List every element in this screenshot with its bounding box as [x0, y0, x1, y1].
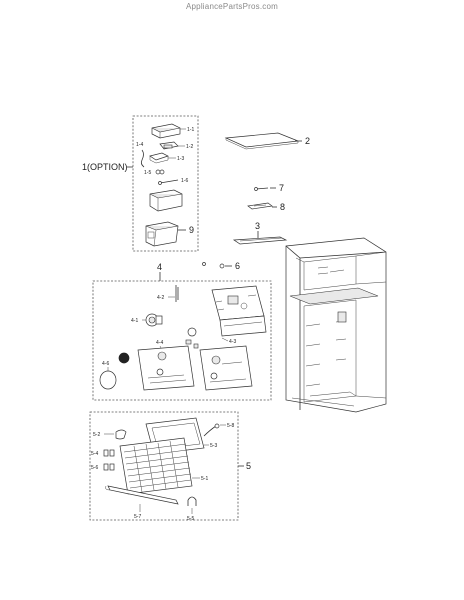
knob-part-4-5[interactable]	[118, 352, 130, 364]
ice-maker-part[interactable]	[151, 123, 181, 139]
rail-part-3[interactable]	[232, 236, 288, 245]
defrost-heater-wire-part-5-8[interactable]	[203, 423, 220, 437]
label-5-5: 5-5	[187, 516, 194, 522]
label-8: 8	[280, 202, 285, 212]
group-1-box	[132, 115, 199, 252]
evaporator-panel-right[interactable]	[199, 345, 253, 391]
screw-part-6[interactable]	[202, 262, 225, 269]
label-4-1: 4-1	[131, 318, 138, 324]
label-1-6: 1-6	[181, 178, 188, 184]
fan-blade-part[interactable]	[185, 327, 199, 349]
label-2: 2	[305, 136, 310, 146]
evaporator-cover-part-4-3[interactable]	[211, 285, 267, 337]
label-1-3: 1-3	[177, 156, 184, 162]
label-4-6: 4-6	[102, 361, 109, 367]
ice-maker-sensor-part[interactable]	[159, 141, 179, 150]
disc-part-4-6[interactable]	[99, 370, 117, 390]
label-9: 9	[189, 225, 194, 235]
small-fitting-part[interactable]	[155, 169, 165, 175]
ice-bucket-part[interactable]	[149, 189, 183, 212]
glass-shelf-part-2[interactable]	[224, 132, 299, 150]
label-4: 4	[157, 262, 162, 272]
label-5-7: 5-7	[134, 514, 141, 520]
ice-tray-part[interactable]	[149, 152, 169, 164]
ice-bin-part-9[interactable]	[145, 221, 179, 247]
label-5-3: 5-3	[210, 443, 217, 449]
clip-part-5-4[interactable]	[103, 449, 115, 457]
bracket-part[interactable]	[140, 149, 145, 168]
watermark: AppliancePartsPros.com	[186, 2, 278, 11]
drain-tray-part-5-7[interactable]	[105, 485, 179, 505]
sensor-part-5-2[interactable]	[115, 429, 127, 440]
label-1-4: 1-4	[136, 142, 143, 148]
label-4-3: 4-3	[229, 339, 236, 345]
label-5-2: 5-2	[93, 432, 100, 438]
label-4-2: 4-2	[157, 295, 164, 301]
screw-part-7[interactable]	[254, 187, 269, 191]
drain-tube-part-4-2[interactable]	[175, 285, 179, 302]
label-1-1: 1-1	[187, 127, 194, 133]
connector-part-5-6[interactable]	[103, 463, 115, 471]
label-7: 7	[279, 183, 284, 193]
label-5-4: 5-4	[91, 451, 98, 457]
label-1-option: 1(OPTION)	[82, 162, 128, 172]
label-5-6: 5-6	[91, 465, 98, 471]
refrigerator-cabinet[interactable]	[285, 237, 387, 413]
group-4-box	[92, 280, 272, 401]
bracket-part-8[interactable]	[247, 202, 273, 210]
label-6: 6	[235, 261, 240, 271]
label-3: 3	[255, 221, 260, 231]
label-1-2: 1-2	[186, 144, 193, 150]
label-1-5: 1-5	[144, 170, 151, 176]
label-5: 5	[246, 461, 251, 471]
evaporator-coil[interactable]	[119, 437, 193, 495]
fan-motor-part-4-1[interactable]	[145, 313, 163, 327]
label-5-1: 5-1	[201, 476, 208, 482]
evaporator-panel-left[interactable]	[137, 345, 195, 391]
label-4-4: 4-4	[156, 340, 163, 346]
label-5-8: 5-8	[227, 423, 234, 429]
auger-part[interactable]	[158, 179, 179, 185]
clip-part-5-5[interactable]	[187, 496, 197, 506]
